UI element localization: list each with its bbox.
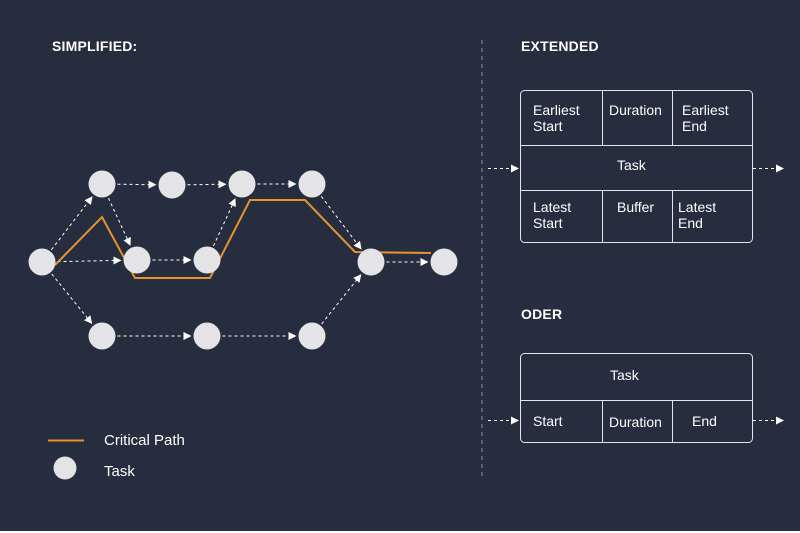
- extended-latest-start: Latest Start: [533, 199, 572, 231]
- extended-heading: EXTENDED: [521, 38, 599, 54]
- task-node-n4: [228, 170, 256, 198]
- task-node-icon: [53, 456, 77, 480]
- task-node-n6: [123, 246, 151, 274]
- edge-n1-n11: [51, 273, 93, 324]
- extended-latest-end: Latest End: [678, 199, 717, 231]
- edge-n7-n4: [213, 198, 236, 247]
- critical-path-line: [54, 199, 432, 279]
- extended-box: [520, 90, 753, 243]
- edge-n1-n2: [51, 196, 93, 251]
- task-node-n11: [88, 322, 116, 350]
- oder-duration: Duration: [609, 414, 662, 430]
- oder-end: End: [692, 413, 717, 429]
- dependency-edges: [51, 180, 429, 340]
- task-nodes: [28, 170, 458, 350]
- edge-n13-n9: [321, 274, 362, 325]
- oder-box: [520, 353, 753, 443]
- task-node-n13: [298, 322, 326, 350]
- oder-task: Task: [610, 367, 639, 383]
- task-node-n10: [430, 248, 458, 276]
- edge-n2-n6: [108, 197, 131, 246]
- task-node-n12: [193, 322, 221, 350]
- extended-earliest-start: Earliest Start: [533, 102, 580, 134]
- extended-box-frame: [520, 90, 753, 243]
- edge-n2-n3: [117, 180, 157, 189]
- extended-buffer: Buffer: [617, 199, 655, 215]
- edge-n5-n9: [320, 196, 362, 250]
- edge-n3-n4: [187, 180, 227, 189]
- oder-start: Start: [533, 413, 563, 429]
- extended-task: Task: [617, 157, 646, 173]
- simplified-heading: SIMPLIFIED:: [52, 38, 138, 54]
- legend-critical-path-label: Critical Path: [104, 432, 185, 449]
- task-node-n3: [158, 171, 186, 199]
- task-node-n2: [88, 170, 116, 198]
- oder-heading: ODER: [521, 306, 563, 322]
- task-node-n1: [28, 248, 56, 276]
- task-node-n9: [357, 248, 385, 276]
- oder-box-frame: [520, 353, 753, 443]
- task-node-n7: [193, 246, 221, 274]
- edge-n1-n6: [57, 256, 122, 265]
- legend-task-label: Task: [104, 463, 135, 480]
- extended-duration: Duration: [609, 102, 662, 118]
- critical-path: [54, 199, 432, 279]
- task-node-n5: [298, 170, 326, 198]
- extended-earliest-end: Earliest End: [682, 102, 729, 134]
